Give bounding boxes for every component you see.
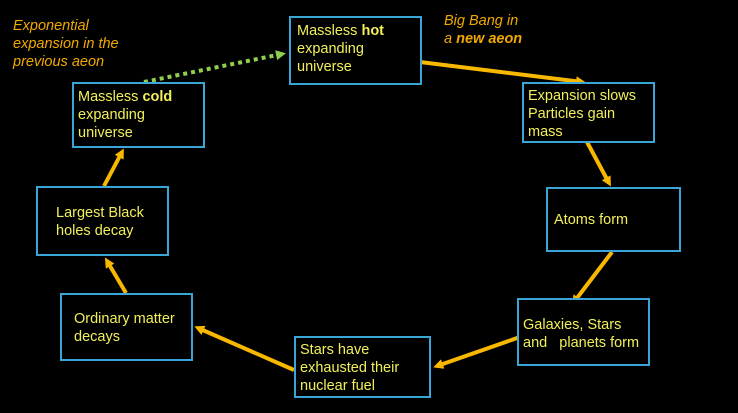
stage-massless-hot: Massless hot expanding universe [289, 16, 422, 85]
arrow-galaxies-to-stars [433, 335, 521, 369]
arrow-blackholes-to-cold [102, 148, 124, 187]
stage-galaxies-stars: Galaxies, Stars and planets form [517, 298, 650, 366]
arrow-cold-to-hot-dotted [143, 50, 286, 84]
arrow-expansion-to-atoms [585, 141, 611, 187]
arrow-atoms-to-galaxies [571, 250, 614, 306]
arrow-stars-to-matter [194, 325, 295, 372]
stage-stars-exhausted: Stars have exhausted their nuclear fuel [294, 336, 431, 398]
stage-expansion-slows: Expansion slows Particles gain mass [522, 82, 655, 143]
stage-black-holes: Largest Black holes decay [36, 186, 169, 256]
note-big-bang: Big Bang in a new aeon [444, 13, 523, 47]
stage-massless-cold: Massless cold expanding universe [72, 82, 205, 148]
stage-ordinary-matter: Ordinary matter decays [60, 293, 193, 361]
stage-atoms-form: Atoms form [546, 187, 681, 252]
arrow-matter-to-blackholes [104, 257, 128, 295]
note-previous-aeon: Exponential expansion in the previous ae… [13, 18, 119, 70]
arrow-bigbang-to-expansion [419, 60, 586, 87]
